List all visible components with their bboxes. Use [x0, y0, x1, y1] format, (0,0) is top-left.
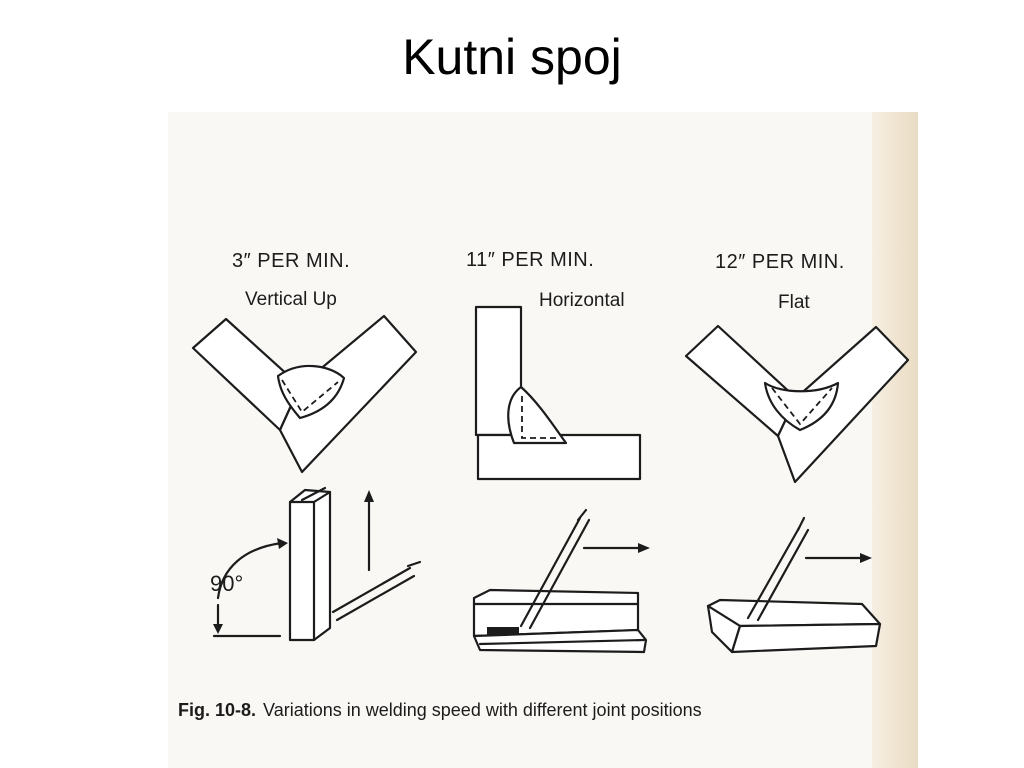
figure-caption: Fig. 10-8. Variations in welding speed wi… [178, 700, 702, 720]
figure-caption-text: Variations in welding speed with differe… [263, 700, 702, 720]
slide-title: Kutni spoj [402, 29, 622, 85]
figure-caption-prefix: Fig. 10-8. [178, 700, 256, 720]
panel-3-position: Flat [778, 292, 810, 313]
panel-1-position: Vertical Up [245, 289, 337, 310]
vertical-up-setup-sketch [212, 486, 422, 642]
horizontal-setup-sketch [472, 508, 650, 654]
flat-joint-section [684, 324, 910, 484]
scan-page-edge [872, 112, 918, 768]
vertical-up-joint-section [191, 314, 418, 474]
panel-1-speed: 3″ PER MIN. [232, 250, 350, 272]
panel-3-speed: 12″ PER MIN. [715, 251, 845, 273]
panel-2-position: Horizontal [539, 290, 625, 311]
horizontal-joint-section [474, 305, 642, 481]
flat-setup-sketch [706, 516, 882, 654]
angle-label: 90° [210, 571, 243, 596]
panel-2-speed: 11″ PER MIN. [466, 249, 594, 271]
